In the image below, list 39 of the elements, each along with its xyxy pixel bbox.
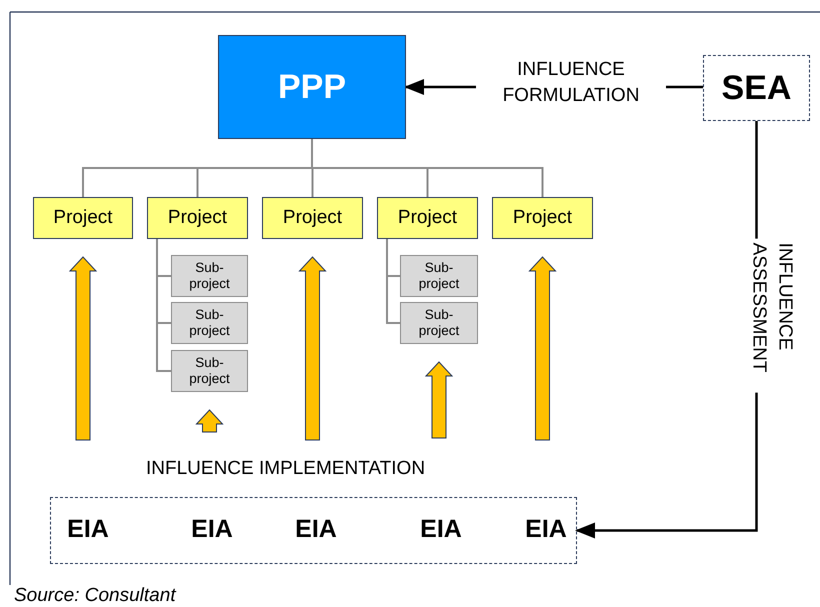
assessment-label: EIA xyxy=(420,515,462,544)
project-box xyxy=(377,197,478,239)
node-label: Project xyxy=(168,207,228,229)
dashed-group-box xyxy=(50,497,577,564)
node-label: Sub- project xyxy=(418,307,460,339)
project-box xyxy=(33,197,133,239)
subproject-box xyxy=(171,350,248,392)
node-label: Project xyxy=(282,207,342,229)
process-box xyxy=(218,35,406,139)
source-caption: Source: Consultant xyxy=(14,585,176,607)
block-arrow xyxy=(424,361,454,438)
project-box xyxy=(147,197,248,239)
node-label: SEA xyxy=(722,68,792,108)
assessment-label: EIA xyxy=(191,515,233,544)
node-label: Project xyxy=(512,207,572,229)
assessment-label: EIA xyxy=(295,515,337,544)
subproject-box xyxy=(400,255,478,297)
project-box xyxy=(262,197,363,239)
assessment-label: EIA xyxy=(525,515,567,544)
connector-line xyxy=(386,239,400,324)
subproject-box xyxy=(400,302,478,344)
node-label: Sub- project xyxy=(188,355,231,387)
subproject-box xyxy=(171,255,248,297)
block-arrow xyxy=(298,256,327,440)
connector-line xyxy=(156,239,171,372)
node-label: PPP xyxy=(278,68,346,106)
block-arrow xyxy=(528,256,557,440)
project-box xyxy=(492,197,593,239)
node-label: Project xyxy=(53,207,113,229)
block-arrow xyxy=(68,256,98,440)
assessment-label: EIA xyxy=(67,515,109,544)
note-label: INFLUENCE IMPLEMENTATION xyxy=(146,458,426,480)
node-label: Sub- project xyxy=(418,260,460,292)
process-box xyxy=(703,55,810,121)
block-arrow xyxy=(195,409,224,432)
node-label: Sub- project xyxy=(188,307,231,339)
node-label: Sub- project xyxy=(188,260,231,292)
subproject-box xyxy=(171,302,248,344)
node-label: Project xyxy=(398,207,458,229)
